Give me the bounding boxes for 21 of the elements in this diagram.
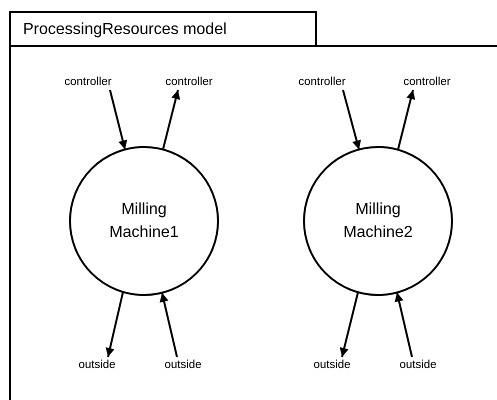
- arrow: [397, 90, 416, 150]
- process-circle: [69, 146, 219, 296]
- port-label: controller: [403, 76, 451, 88]
- arrow: [106, 292, 124, 358]
- arrow: [162, 90, 180, 150]
- process-circle: [303, 146, 453, 296]
- port-label: outside: [313, 359, 351, 371]
- port-label: outside: [399, 359, 437, 371]
- circle-label: Milling Machine2: [342, 200, 414, 243]
- arrow: [394, 292, 413, 358]
- arrow: [342, 90, 361, 150]
- port-label: controller: [298, 76, 346, 88]
- arrow: [160, 292, 178, 358]
- port-label: outside: [78, 359, 116, 371]
- frame-title-tab: ProcessingResources model: [9, 11, 317, 47]
- port-label: controller: [64, 76, 112, 88]
- arrow: [109, 90, 128, 150]
- circle-label: Milling Machine1: [108, 200, 180, 243]
- arrow: [340, 292, 359, 358]
- port-label: outside: [164, 359, 202, 371]
- port-label: controller: [165, 76, 213, 88]
